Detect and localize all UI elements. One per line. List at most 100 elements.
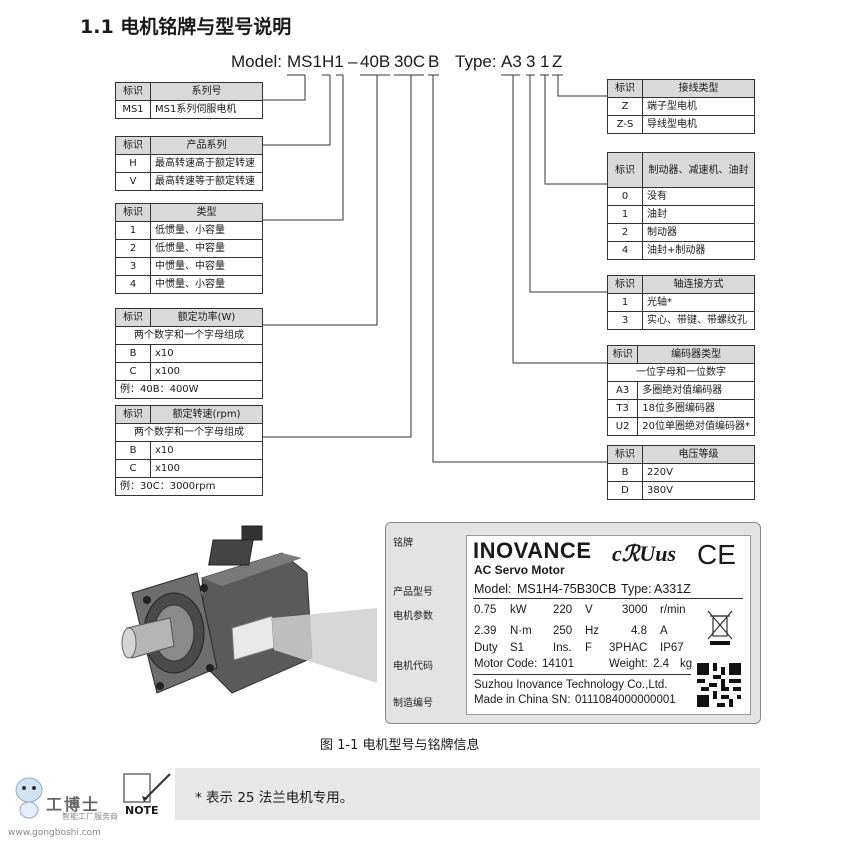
note-pencil-icon bbox=[123, 773, 171, 803]
model-part-dash: – bbox=[348, 52, 358, 71]
plate-divider-2 bbox=[473, 674, 691, 675]
note-label: NOTE bbox=[125, 804, 159, 817]
sn-label: Made in China SN: bbox=[474, 694, 571, 706]
insulation-value: F bbox=[585, 642, 593, 654]
sn-value: 0111084000000001 bbox=[575, 694, 676, 706]
weight-value: 2.4 bbox=[653, 658, 669, 670]
frequency-value: 250 bbox=[553, 625, 573, 637]
mascot-logo-icon bbox=[15, 777, 43, 819]
rated-torque-value: 2.39 bbox=[474, 625, 497, 637]
nameplate-subtitle: AC Servo Motor bbox=[474, 563, 565, 577]
qr-code-icon bbox=[697, 663, 741, 707]
type-part-brake: 1 bbox=[540, 52, 550, 71]
watermark-tagline: 智能工厂服务商 bbox=[62, 812, 118, 821]
ce-mark-icon: CE bbox=[697, 539, 736, 570]
servo-motor-illustration bbox=[121, 525, 377, 694]
plate-type-value: A331Z bbox=[654, 582, 691, 596]
nameplate-section-label: 铭牌 bbox=[393, 538, 413, 549]
motor-code-label: Motor Code: bbox=[474, 658, 538, 670]
note-bar bbox=[175, 768, 760, 820]
rated-voltage-unit: V bbox=[585, 604, 593, 616]
callout-serial-number: 制造编号 bbox=[393, 698, 433, 709]
rated-speed-value: 3000 bbox=[622, 604, 648, 616]
watermark-brand: 工博士 bbox=[46, 795, 101, 814]
plate-model-value: MS1H4-75B30CB bbox=[517, 582, 617, 596]
callout-motor-code: 电机代码 bbox=[393, 661, 433, 672]
weight-label: Weight: bbox=[609, 658, 648, 670]
rated-current-unit: A bbox=[660, 625, 668, 637]
type-label: Type: bbox=[455, 52, 497, 71]
duty-value: S1 bbox=[510, 642, 525, 654]
type-part-shaft: 3 bbox=[526, 52, 536, 71]
watermark-url: www.gongboshi.com bbox=[8, 828, 101, 838]
insulation-label: Ins. bbox=[553, 642, 572, 654]
plate-divider bbox=[473, 598, 743, 599]
type-part-wiring: Z bbox=[552, 52, 563, 71]
phase-value: 3PHAC bbox=[609, 642, 648, 654]
weight-unit: kg bbox=[680, 658, 693, 670]
frequency-unit: Hz bbox=[585, 625, 600, 637]
type-part-encoder: A3 bbox=[501, 52, 522, 71]
page-title: 1.1 电机铭牌与型号说明 bbox=[80, 16, 292, 38]
rated-power-unit: kW bbox=[510, 604, 527, 616]
ul-certification-icon: cℛUus bbox=[612, 541, 677, 566]
model-part-product: H1 bbox=[322, 52, 344, 71]
rated-power-value: 0.75 bbox=[474, 604, 497, 616]
plate-model-label: Model: bbox=[474, 582, 512, 596]
model-part-series: MS1 bbox=[287, 52, 322, 71]
callout-product-model: 产品型号 bbox=[393, 587, 433, 598]
model-part-speed: 30C bbox=[394, 52, 426, 71]
duty-label: Duty bbox=[474, 642, 498, 654]
figure-caption: 图 1-1 电机型号与铭牌信息 bbox=[320, 738, 480, 753]
model-part-power: 40B bbox=[360, 52, 391, 71]
brand-logo: INOVANCE bbox=[473, 538, 592, 563]
rated-voltage-value: 220 bbox=[553, 604, 573, 616]
weee-bin-icon bbox=[707, 610, 733, 645]
model-label: Model: bbox=[231, 52, 283, 71]
note-text: * 表示 25 法兰电机专用。 bbox=[195, 790, 354, 806]
rated-torque-unit: N·m bbox=[510, 625, 532, 637]
rated-current-value: 4.8 bbox=[631, 625, 647, 637]
plate-type-label: Type: bbox=[621, 582, 652, 596]
model-part-voltage: B bbox=[428, 52, 440, 71]
protection-rating: IP67 bbox=[660, 642, 684, 654]
motor-code-value: 14101 bbox=[542, 658, 574, 670]
callout-motor-parameters: 电机参数 bbox=[393, 611, 433, 622]
rated-speed-unit: r/min bbox=[660, 604, 686, 616]
manufacturer: Suzhou Inovance Technology Co.,Ltd. bbox=[474, 679, 668, 691]
